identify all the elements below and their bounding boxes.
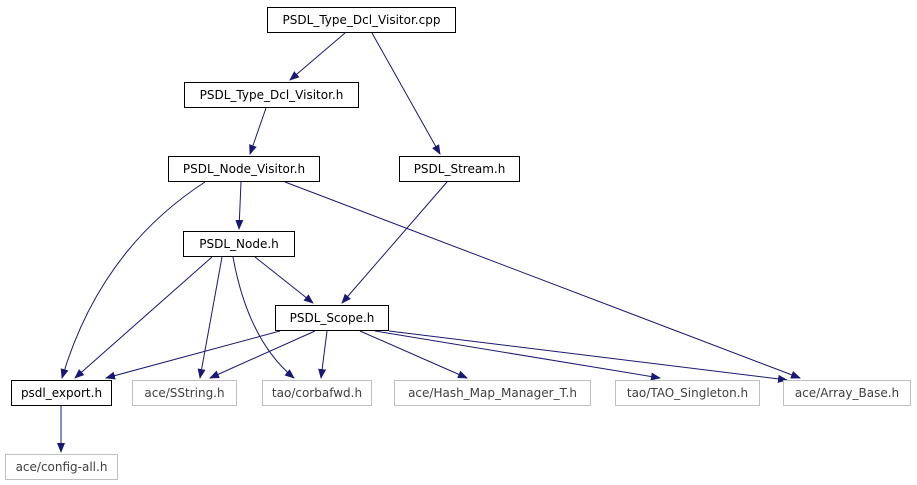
edge-node_visitor-to-node <box>235 181 244 230</box>
edge-node-to-corbafwd <box>232 256 295 379</box>
node-psdl-type-dcl-visitor-h[interactable]: PSDL_Type_Dcl_Visitor.h <box>184 82 359 108</box>
node-psdl-type-dcl-visitor-cpp: PSDL_Type_Dcl_Visitor.cpp <box>267 7 456 33</box>
edge-root-to-stream <box>371 32 441 155</box>
edge-scope-to-corbafwd <box>318 330 328 379</box>
node-psdl-node-visitor-h[interactable]: PSDL_Node_Visitor.h <box>168 156 320 182</box>
node-tao-corbafwd-h: tao/corbafwd.h <box>262 380 372 406</box>
node-ace-sstring-h: ace/SString.h <box>132 380 237 406</box>
edge-scope-to-hashmap <box>359 330 468 379</box>
node-ace-config-all-h: ace/config-all.h <box>5 454 118 480</box>
node-psdl-node-h[interactable]: PSDL_Node.h <box>183 231 295 257</box>
edge-root-to-type_dcl_h <box>289 32 346 81</box>
node-ace-hash-map-manager-t-h: ace/Hash_Map_Manager_T.h <box>394 380 591 406</box>
edge-stream-to-scope <box>341 181 448 304</box>
edge-scope-to-sstring <box>209 330 316 379</box>
node-psdl-scope-h[interactable]: PSDL_Scope.h <box>275 305 389 331</box>
node-psdl-stream-h[interactable]: PSDL_Stream.h <box>399 156 520 182</box>
edge-node_visitor-to-arraybase <box>284 181 801 379</box>
node-psdl-export-h[interactable]: psdl_export.h <box>11 380 112 406</box>
node-ace-array-base-h: ace/Array_Base.h <box>783 380 911 406</box>
edge-scope-to-export <box>105 330 281 380</box>
edge-node-to-export <box>74 256 213 379</box>
edge-node-to-scope <box>254 256 314 304</box>
edge-type_dcl_h-to-node_visitor <box>249 107 267 155</box>
edge-scope-to-singleton <box>374 330 661 381</box>
edge-node_visitor-to-export <box>60 181 206 379</box>
edge-node-to-sstring <box>197 256 223 379</box>
node-tao-tao-singleton-h: tao/TAO_Singleton.h <box>615 380 760 406</box>
edge-scope-to-arraybase <box>388 330 788 383</box>
